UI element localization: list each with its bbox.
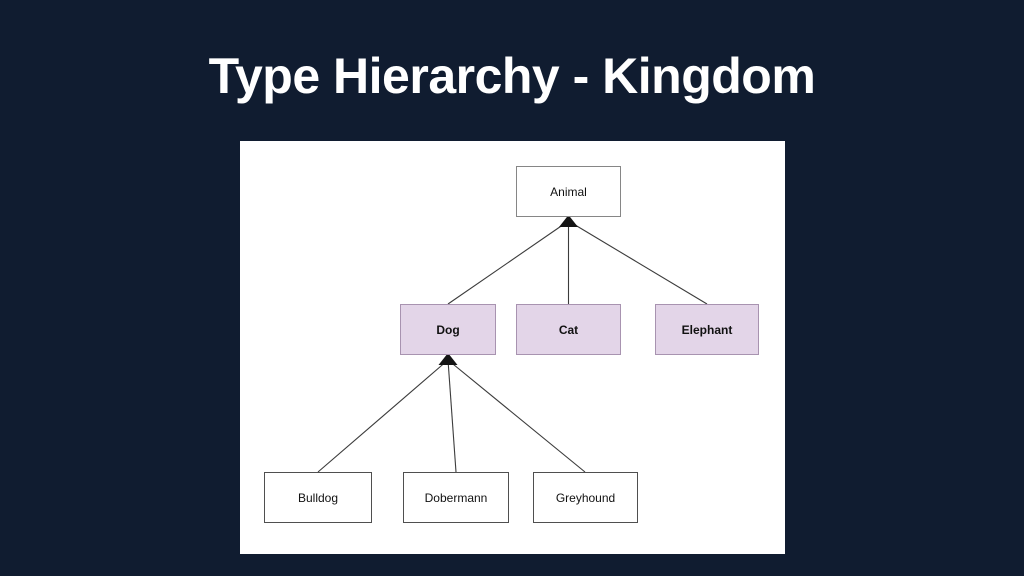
node-elephant-label: Elephant — [681, 322, 733, 337]
edge-elephant-to-animal — [568, 220, 708, 305]
node-animal[interactable]: Animal — [516, 166, 621, 217]
edge-bulldog-to-dog — [317, 359, 449, 473]
node-bulldog[interactable]: Bulldog — [264, 472, 372, 523]
page-title: Type Hierarchy - Kingdom — [208, 48, 816, 104]
node-dobermann-label: Dobermann — [424, 490, 488, 505]
edges-to-animal — [447, 215, 708, 305]
node-dog[interactable]: Dog — [400, 304, 496, 355]
node-bulldog-label: Bulldog — [297, 490, 339, 505]
arrowhead-dog — [438, 353, 458, 365]
node-cat-label: Cat — [558, 322, 579, 337]
node-dobermann[interactable]: Dobermann — [403, 472, 509, 523]
node-dog-label: Dog — [436, 322, 460, 337]
edges-to-dog — [317, 353, 586, 473]
node-cat[interactable]: Cat — [516, 304, 621, 355]
diagram-canvas: Animal Dog Cat Elephant Bulldog Doberman… — [240, 141, 785, 554]
edge-layer — [317, 215, 708, 473]
edge-dog-to-animal — [447, 220, 569, 305]
node-greyhound[interactable]: Greyhound — [533, 472, 638, 523]
node-greyhound-label: Greyhound — [555, 490, 616, 505]
node-elephant[interactable]: Elephant — [655, 304, 759, 355]
edge-greyhound-to-dog — [447, 359, 586, 473]
arrowhead-animal — [559, 215, 578, 227]
node-animal-label: Animal — [550, 184, 587, 199]
edge-dobermann-to-dog — [447, 359, 457, 473]
